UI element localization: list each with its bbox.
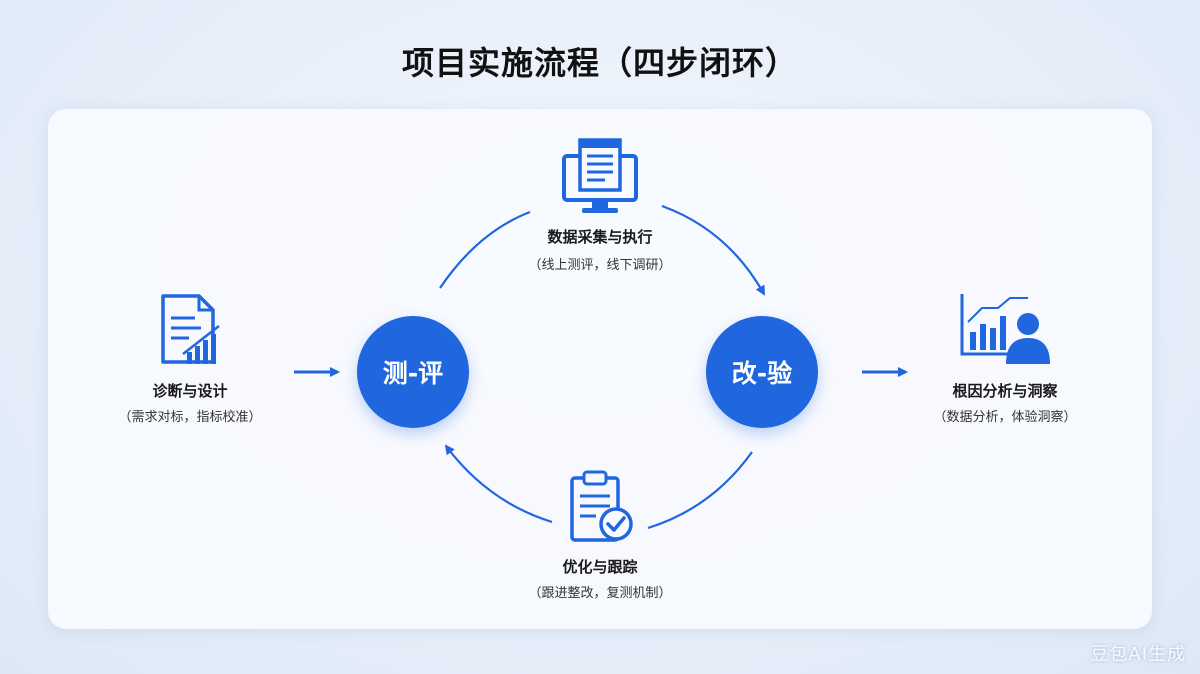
node-diagnosis-sub: （需求对标，指标校准） (118, 410, 262, 425)
arc-bottom-right (647, 451, 753, 530)
diagram-card (48, 109, 1152, 629)
clipboard-check-icon (570, 470, 633, 542)
arc-bottom-left (444, 444, 553, 524)
node-diagnosis-label: 诊断与设计 (152, 382, 228, 400)
watermark: 豆包AI生成 (1090, 644, 1186, 665)
node-collection-sub: （线上测评，线下调研） (528, 258, 672, 273)
document-chart-icon (161, 294, 220, 364)
page-title: 项目实施流程（四步闭环） (401, 44, 798, 82)
arc-top-left (439, 210, 531, 289)
arc-top-right (661, 204, 765, 296)
node-collection-label: 数据采集与执行 (547, 228, 653, 246)
node-optimize-label: 优化与跟踪 (562, 558, 638, 576)
node-analysis-label: 根因分析与洞察 (952, 382, 1058, 400)
monitor-document-icon (562, 138, 638, 213)
node-optimize-sub: （跟进整改，复测机制） (528, 586, 672, 601)
chart-person-icon (960, 294, 1050, 364)
node-analysis-sub: （数据分析，体验洞察） (933, 410, 1077, 425)
circle-improve: 改-验 (706, 316, 818, 428)
circle-measure: 测-评 (357, 316, 469, 428)
